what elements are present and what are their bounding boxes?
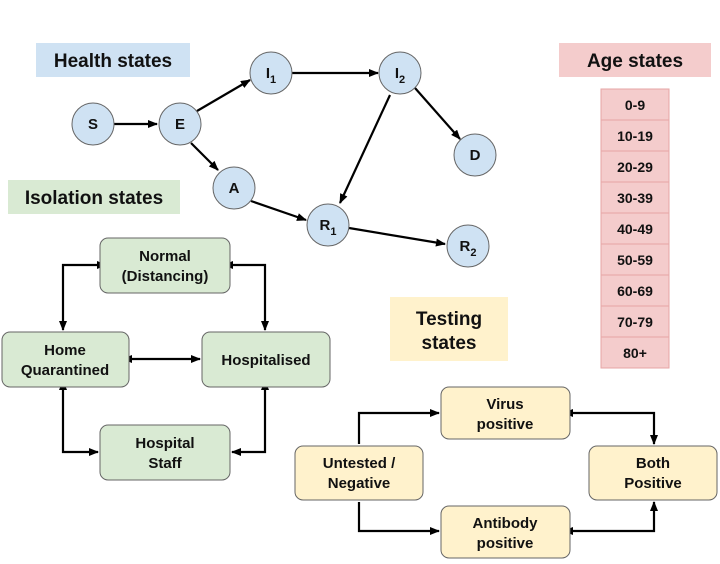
svg-text:states: states xyxy=(422,333,477,354)
health-node-r2: R2 xyxy=(446,224,490,268)
age-state-row: 10-19 xyxy=(600,119,670,152)
age-state-row: 80+ xyxy=(600,336,670,369)
edge-home-staff xyxy=(59,380,99,456)
health-node-a: A xyxy=(212,166,256,210)
edge-untested-antibody xyxy=(357,502,440,535)
age-state-row: 20-29 xyxy=(600,150,670,183)
svg-text:Both: Both xyxy=(636,455,670,472)
svg-text:S: S xyxy=(88,116,98,133)
svg-text:Quarantined: Quarantined xyxy=(21,362,109,379)
svg-text:Normal: Normal xyxy=(139,248,191,265)
svg-text:80+: 80+ xyxy=(623,345,647,361)
testing-node-both-positive: Both Positive xyxy=(588,445,718,501)
svg-text:50-59: 50-59 xyxy=(617,252,653,268)
svg-text:Staff: Staff xyxy=(148,455,182,472)
health-states-title: Health states xyxy=(36,43,190,77)
health-node-s: S xyxy=(71,102,115,146)
svg-text:Hospitalised: Hospitalised xyxy=(221,352,310,369)
testing-node-virus-positive: Virus positive xyxy=(440,386,571,440)
svg-text:Health states: Health states xyxy=(54,51,172,72)
svg-text:I2: I2 xyxy=(395,65,405,86)
svg-text:Home: Home xyxy=(44,342,86,359)
svg-text:60-69: 60-69 xyxy=(617,283,653,299)
edge-normal-hospitalised xyxy=(223,261,269,331)
svg-text:Antibody: Antibody xyxy=(473,515,539,532)
svg-text:D: D xyxy=(470,147,481,164)
edge-i2-r1 xyxy=(339,94,391,204)
isolation-node-hospital-staff: Hospital Staff xyxy=(99,424,231,481)
svg-text:A: A xyxy=(229,180,240,197)
svg-text:positive: positive xyxy=(477,535,534,552)
isolation-node-home-quarantined: Home Quarantined xyxy=(1,331,130,388)
health-node-i1: I1 xyxy=(249,51,293,95)
age-state-row: 50-59 xyxy=(600,243,670,276)
svg-text:Virus: Virus xyxy=(486,396,523,413)
svg-text:70-79: 70-79 xyxy=(617,314,653,330)
svg-text:0-9: 0-9 xyxy=(625,97,645,113)
testing-states-title: Testing states xyxy=(390,297,508,361)
age-state-row: 0-9 xyxy=(600,88,670,121)
isolation-states-title: Isolation states xyxy=(8,180,180,214)
health-node-i2: I2 xyxy=(378,51,422,95)
svg-text:E: E xyxy=(175,116,185,133)
age-state-row: 70-79 xyxy=(600,305,670,338)
edge-untested-virus xyxy=(357,409,440,444)
age-states-title: Age states xyxy=(559,43,711,77)
edge-a-r1 xyxy=(250,199,307,222)
edge-e-i1 xyxy=(196,79,251,112)
testing-node-untested-negative: Untested / Negative xyxy=(294,445,424,501)
age-state-row: 60-69 xyxy=(600,274,670,307)
edge-virus-both xyxy=(563,409,658,445)
isolation-node-hospitalised: Hospitalised xyxy=(201,331,331,388)
health-node-r1: R1 xyxy=(306,203,350,247)
edge-hospitalised-staff xyxy=(231,380,269,456)
age-state-row: 30-39 xyxy=(600,181,670,214)
age-states-column: 0-9 10-19 20-29 30-39 40-49 50-59 60-69 xyxy=(600,88,670,369)
svg-text:Testing: Testing xyxy=(416,309,482,330)
health-node-d: D xyxy=(453,133,497,177)
svg-text:I1: I1 xyxy=(266,65,276,86)
edge-e-a xyxy=(190,142,219,171)
edge-i2-d xyxy=(414,87,461,140)
edge-r1-r2 xyxy=(348,226,446,247)
isolation-node-normal: Normal (Distancing) xyxy=(99,237,231,294)
svg-text:positive: positive xyxy=(477,416,534,433)
svg-text:R2: R2 xyxy=(460,238,477,259)
svg-text:(Distancing): (Distancing) xyxy=(122,268,209,285)
svg-text:Negative: Negative xyxy=(328,475,391,492)
svg-text:Positive: Positive xyxy=(624,475,682,492)
svg-text:Isolation states: Isolation states xyxy=(25,188,163,209)
svg-text:30-39: 30-39 xyxy=(617,190,653,206)
testing-node-antibody-positive: Antibody positive xyxy=(440,505,571,559)
svg-text:20-29: 20-29 xyxy=(617,159,653,175)
svg-text:40-49: 40-49 xyxy=(617,221,653,237)
svg-text:Hospital: Hospital xyxy=(135,435,194,452)
svg-text:Age states: Age states xyxy=(587,51,683,72)
edge-antibody-both xyxy=(563,501,658,535)
svg-text:Untested /: Untested / xyxy=(323,455,396,472)
age-state-row: 40-49 xyxy=(600,212,670,245)
edge-normal-home xyxy=(59,261,107,331)
health-node-e: E xyxy=(158,102,202,146)
svg-text:R1: R1 xyxy=(320,217,337,238)
svg-text:10-19: 10-19 xyxy=(617,128,653,144)
